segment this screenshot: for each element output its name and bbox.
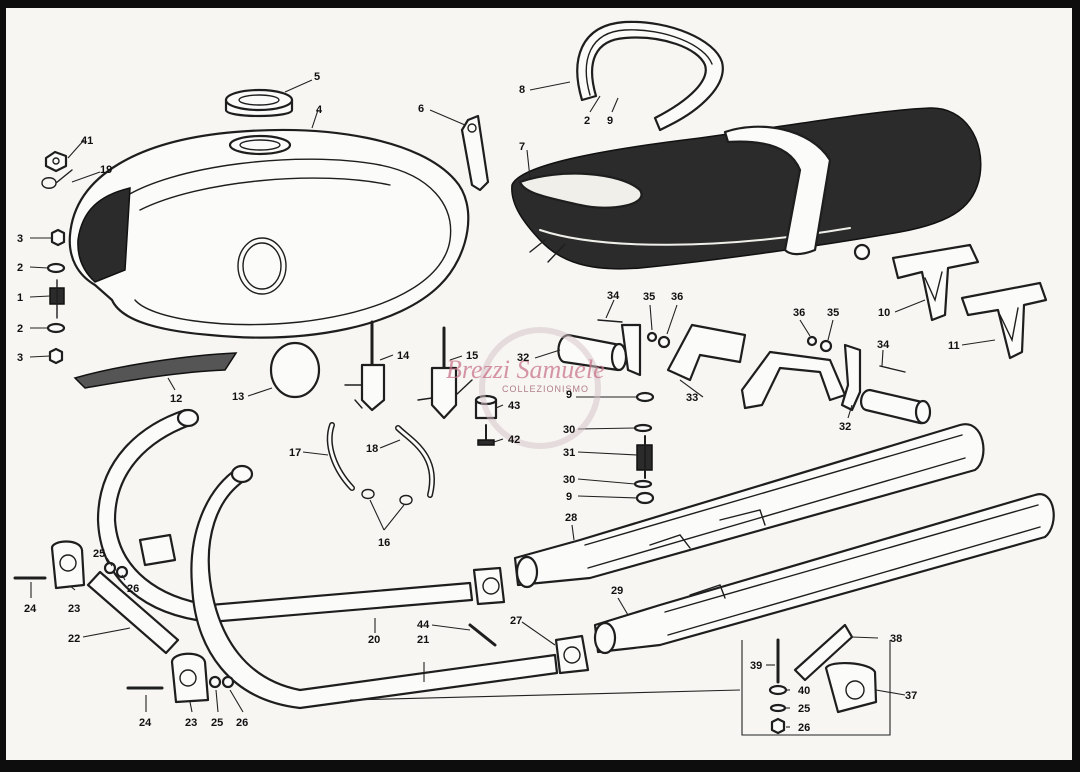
part-label: 36 (793, 307, 805, 319)
part-label: 26 (127, 583, 139, 595)
part-label: 11 (948, 340, 960, 352)
part-label: 6 (418, 103, 424, 115)
leader-lines (29, 79, 996, 728)
part-label: 25 (798, 703, 810, 715)
part-label: 16 (378, 537, 390, 549)
part-label: 26 (798, 722, 810, 734)
part-label: 3 (17, 352, 23, 364)
part-label: 27 (510, 615, 522, 627)
watermark-name: Brezzi Samuele (446, 355, 605, 384)
part-labels: 4 5 41 19 3 2 1 2 3 6 7 8 2 9 10 11 12 1… (17, 71, 960, 734)
part-label: 19 (100, 164, 112, 176)
part-label: 38 (890, 633, 902, 645)
silencer-lower (593, 493, 1055, 655)
part-label: 26 (236, 717, 248, 729)
part-label: 25 (93, 548, 105, 560)
exhaust-pipe-21 (138, 464, 559, 710)
part-label: 35 (643, 291, 655, 303)
silencer-upper (513, 423, 985, 589)
part-label: 23 (185, 717, 197, 729)
part-label: 10 (878, 307, 890, 319)
footrest-assembly (557, 319, 932, 425)
part-label: 32 (839, 421, 851, 433)
part-label: 4 (316, 104, 323, 116)
fuel-hoses (326, 422, 435, 506)
part-label: 9 (566, 389, 572, 401)
part-label: 2 (17, 323, 23, 335)
balance-pipe (13, 540, 497, 704)
part-label: 15 (466, 350, 478, 362)
tank-fixing-hardware (41, 150, 73, 365)
exhaust-clamps (472, 566, 590, 675)
seat (511, 107, 982, 270)
part-label: 41 (81, 135, 93, 147)
part-label: 44 (417, 619, 430, 631)
part-label: 34 (607, 290, 620, 302)
part-label: 37 (905, 690, 917, 702)
inset-detail (349, 623, 891, 736)
part-label: 23 (68, 603, 80, 615)
part-label: 24 (139, 717, 152, 729)
part-label: 9 (566, 491, 572, 503)
rear-brackets (891, 243, 1048, 360)
part-label: 22 (68, 633, 80, 645)
part-label: 9 (607, 115, 613, 127)
part-label: 32 (517, 352, 529, 364)
part-label: 25 (211, 717, 223, 729)
watermark-sub: COLLEZIONISMO (502, 384, 589, 394)
part-label: 30 (563, 424, 575, 436)
part-label: 34 (877, 339, 890, 351)
part-label: 21 (417, 634, 429, 646)
part-label: 20 (368, 634, 380, 646)
part-label: 33 (686, 392, 698, 404)
part-label: 1 (17, 292, 23, 304)
tank-strap (460, 114, 490, 192)
part-label: 35 (827, 307, 839, 319)
part-label: 2 (584, 115, 590, 127)
part-label: 42 (508, 434, 520, 446)
fuel-cap (224, 88, 294, 118)
part-label: 40 (798, 685, 810, 697)
part-label: 43 (508, 400, 520, 412)
part-label: 13 (232, 391, 244, 403)
part-label: 29 (611, 585, 623, 597)
part-label: 17 (289, 447, 301, 459)
part-label: 28 (565, 512, 577, 524)
knee-pad (73, 341, 321, 399)
part-label: 3 (17, 233, 23, 245)
watermark: Brezzi Samuele COLLEZIONISMO (446, 327, 605, 449)
part-label: 39 (750, 660, 762, 672)
part-label: 30 (563, 474, 575, 486)
fuel-taps (344, 320, 473, 420)
part-label: 24 (24, 603, 37, 615)
part-label: 12 (170, 393, 182, 405)
part-label: 36 (671, 291, 683, 303)
part-label: 2 (17, 262, 23, 274)
part-label: 18 (366, 443, 378, 455)
part-label: 7 (519, 141, 525, 153)
part-label: 8 (519, 84, 525, 96)
part-label: 31 (563, 447, 575, 459)
grab-handle (576, 20, 724, 132)
part-label: 14 (397, 350, 410, 362)
part-label: 5 (314, 71, 320, 83)
fuel-tank (68, 128, 470, 339)
